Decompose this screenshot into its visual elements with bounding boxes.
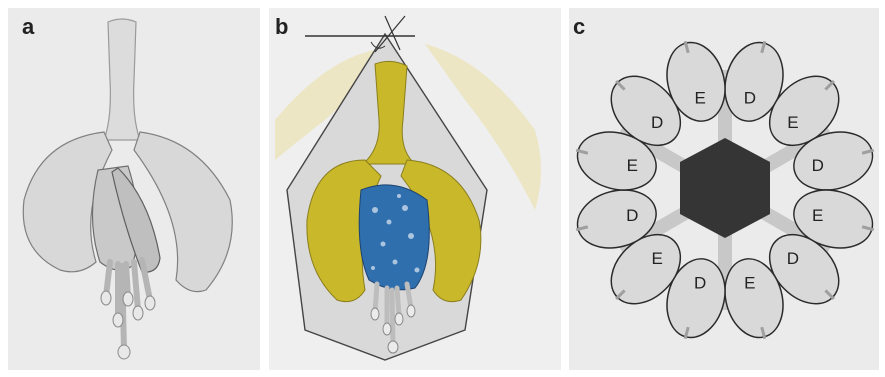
ring-label-11: E (694, 88, 705, 107)
ring-label-4: D (787, 249, 799, 268)
stem-shape (104, 19, 140, 140)
ring-label-6: D (694, 274, 706, 293)
panel-a: a (0, 0, 265, 377)
ring-label-9: E (627, 156, 638, 175)
panel-c: D E D E D E D E D E D E c (565, 0, 885, 377)
panel-b-letter: b (275, 14, 288, 40)
ring-label-8: D (626, 206, 638, 225)
ring-label-2: D (812, 156, 824, 175)
flower-ring-illustration: D E D E D E D E D E D E (565, 0, 885, 377)
panel-b: b (265, 0, 565, 377)
ring-label-3: E (812, 206, 823, 225)
ring-label-10: D (651, 113, 663, 132)
panel-a-letter: a (22, 14, 34, 40)
ring-label-0: D (744, 88, 756, 107)
flower-illustration-b (265, 0, 565, 377)
ring-label-7: E (651, 249, 662, 268)
panel-c-letter: c (573, 14, 585, 40)
ring-label-5: E (744, 274, 755, 293)
flower-illustration-a (0, 0, 265, 377)
blue-corolla (359, 185, 429, 290)
ring-label-1: E (787, 113, 798, 132)
